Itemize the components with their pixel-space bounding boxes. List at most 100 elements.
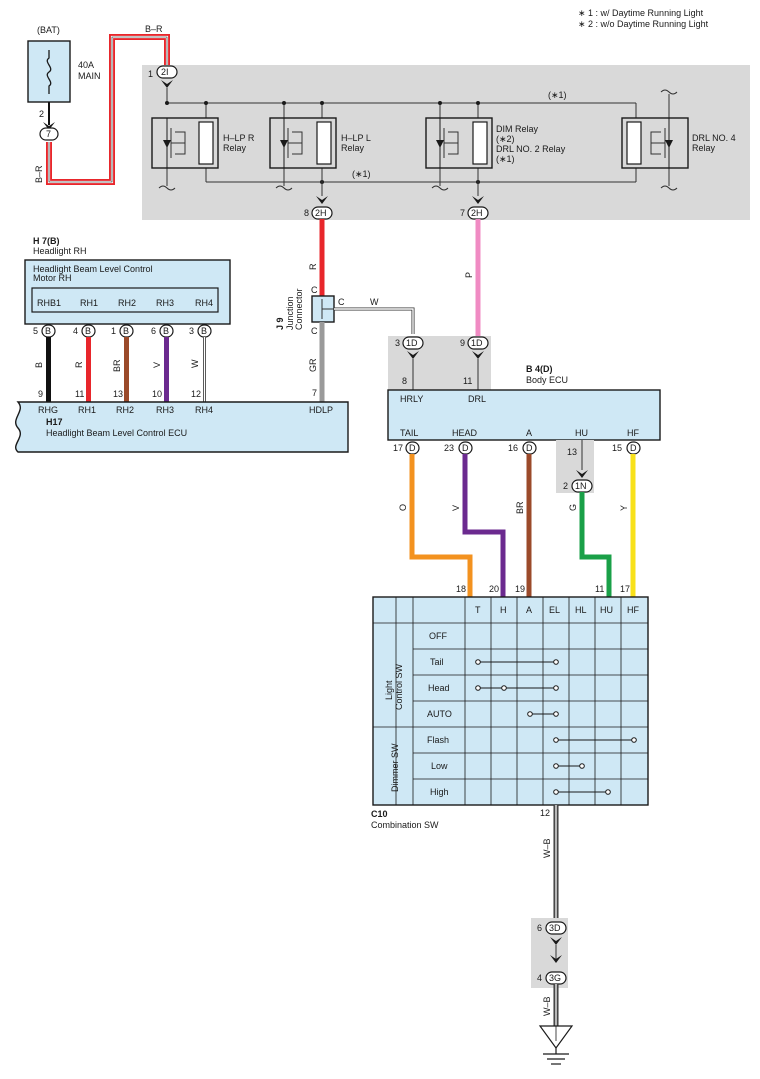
- row-high: High: [430, 787, 449, 797]
- motor-pin-1: 4: [73, 326, 78, 336]
- col-HL: HL: [575, 605, 587, 615]
- relay-3-name1: DIM Relay: [496, 124, 539, 134]
- row-tail: Tail: [430, 657, 444, 667]
- note-1: ∗ 1 : w/ Daytime Running Light: [578, 8, 704, 18]
- body-wire-2: BR: [515, 501, 525, 514]
- junction-c-right: C: [338, 297, 345, 307]
- conn-2H-right-pin: 7: [460, 208, 465, 218]
- col-HF: HF: [627, 605, 639, 615]
- body-out-term-1: HEAD: [452, 428, 478, 438]
- out-conn-0: D: [409, 443, 416, 453]
- row-auto: AUTO: [427, 709, 452, 719]
- motor-subtitle: Headlight RH: [33, 246, 87, 256]
- headlight-motor: H 7(B) Headlight RH Headlight Beam Level…: [24, 236, 231, 325]
- ecu-pin-4: 12: [191, 389, 201, 399]
- body-in-term-1: DRL: [468, 394, 486, 404]
- conn-2H-right-label: 2H: [471, 208, 483, 218]
- sw-pin-4: 17: [620, 584, 630, 594]
- fuse-amp: 40A: [78, 60, 94, 70]
- battery-label: (BAT): [37, 25, 60, 35]
- out-conn-2: D: [526, 443, 533, 453]
- conn-3G-label: 3G: [549, 973, 561, 983]
- relay-1-name1: H–LP R: [223, 133, 255, 143]
- connector-2I-pin: 1: [148, 69, 153, 79]
- relay-3-name2: (∗2): [496, 134, 515, 144]
- motor-code: H 7(B): [33, 236, 60, 246]
- ecu-pin-1: 11: [75, 389, 84, 399]
- body-out-term-3: HU: [575, 428, 588, 438]
- motor-conn-1: B: [85, 326, 91, 336]
- wire-b-r-label-vertical: B–R: [34, 165, 44, 183]
- conn-1D-a-pin: 3: [395, 338, 400, 348]
- sw-pin-3: 11: [595, 584, 604, 594]
- relay-2-name1: H–LP L: [341, 133, 371, 143]
- fuse-icon: [46, 50, 52, 94]
- wire-b-r: [46, 34, 170, 185]
- conn-3G-pin: 4: [537, 973, 542, 983]
- continuity-auto: [527, 711, 559, 717]
- connector-7-label: 7: [46, 129, 51, 139]
- continuity-low: [553, 763, 585, 769]
- motor-conn-4: B: [201, 326, 207, 336]
- level-ecu-term-5: HDLP: [309, 405, 333, 415]
- out-pin-0: 17: [393, 443, 403, 453]
- connector-2H-left: 2H 8: [304, 196, 333, 220]
- col-H: H: [500, 605, 507, 615]
- continuity-head: [475, 685, 559, 691]
- hdlp-pin: 7: [312, 388, 317, 398]
- ground-icon: [538, 1025, 574, 1065]
- body-out-term-0: TAIL: [400, 428, 418, 438]
- motor-wire-1: R: [74, 361, 84, 368]
- hu-pin: 2: [563, 481, 568, 491]
- wire-gr-label: GR: [308, 358, 318, 372]
- conn-2H-left-label: 2H: [315, 208, 327, 218]
- relay-4-name1: DRL NO. 4: [692, 133, 736, 143]
- out-pin-1: 23: [444, 443, 454, 453]
- ecu-pin-2: 13: [113, 389, 123, 399]
- col-A: A: [526, 605, 532, 615]
- out-pin-2: 16: [508, 443, 518, 453]
- motor-term-4: RH4: [195, 298, 213, 308]
- wire-p-label: P: [464, 272, 474, 278]
- hu-conn: 1N: [575, 481, 587, 491]
- relay-bus: (∗1) (∗1): [158, 88, 678, 196]
- sw-pin-0: 18: [456, 584, 466, 594]
- body-ecu-code: B 4(D): [526, 364, 553, 374]
- body-out-term-2: A: [526, 428, 532, 438]
- fuse-pin-2: 2: [39, 109, 44, 119]
- motor-pin-2: 1: [111, 326, 116, 336]
- row-low: Low: [431, 761, 448, 771]
- col-T: T: [475, 605, 481, 615]
- relay-dim-drl2: DIM Relay (∗2) DRL NO. 2 Relay (∗1): [425, 117, 566, 169]
- motor-pin-4: 3: [189, 326, 194, 336]
- connector-7: 7: [39, 122, 59, 141]
- relay-note-bottom: (∗1): [352, 169, 371, 179]
- relay-4-name2: Relay: [692, 143, 716, 153]
- body-in-term-0: HRLY: [400, 394, 423, 404]
- conn-1D-b-pin: 9: [460, 338, 465, 348]
- connector-3G: 3G 4: [537, 971, 567, 985]
- col-EL: EL: [549, 605, 560, 615]
- ground-pin-12: 12: [540, 808, 550, 818]
- sw-pin-1: 20: [489, 584, 499, 594]
- group-dimmer: Dimmer SW: [390, 743, 400, 792]
- body-out-wires: O V BR G Y 18 20 19 11 17: [398, 454, 636, 597]
- row-flash: Flash: [427, 735, 449, 745]
- relay-1-name2: Relay: [223, 143, 247, 153]
- relay-3-name3: DRL NO. 2 Relay: [496, 144, 566, 154]
- body-out-term-4: HF: [627, 428, 639, 438]
- sw-pin-2: 19: [515, 584, 525, 594]
- motor-term-2: RH2: [118, 298, 136, 308]
- level-ecu-title: Headlight Beam Level Control ECU: [46, 428, 187, 438]
- body-wire-0: O: [398, 504, 408, 511]
- junction-code: J 9: [275, 317, 285, 330]
- ground-wire-label-2: W–B: [542, 996, 552, 1016]
- fuse-name: MAIN: [78, 71, 101, 81]
- relay-note-top: (∗1): [548, 90, 567, 100]
- continuity-tail: [475, 659, 559, 665]
- row-off: OFF: [429, 631, 447, 641]
- ecu-pin-3: 10: [152, 389, 162, 399]
- body-in-ecu-pin-0: 8: [402, 376, 407, 386]
- connector-1D-drl: 1D 9 11: [460, 336, 489, 390]
- conn-3D-pin: 6: [537, 923, 542, 933]
